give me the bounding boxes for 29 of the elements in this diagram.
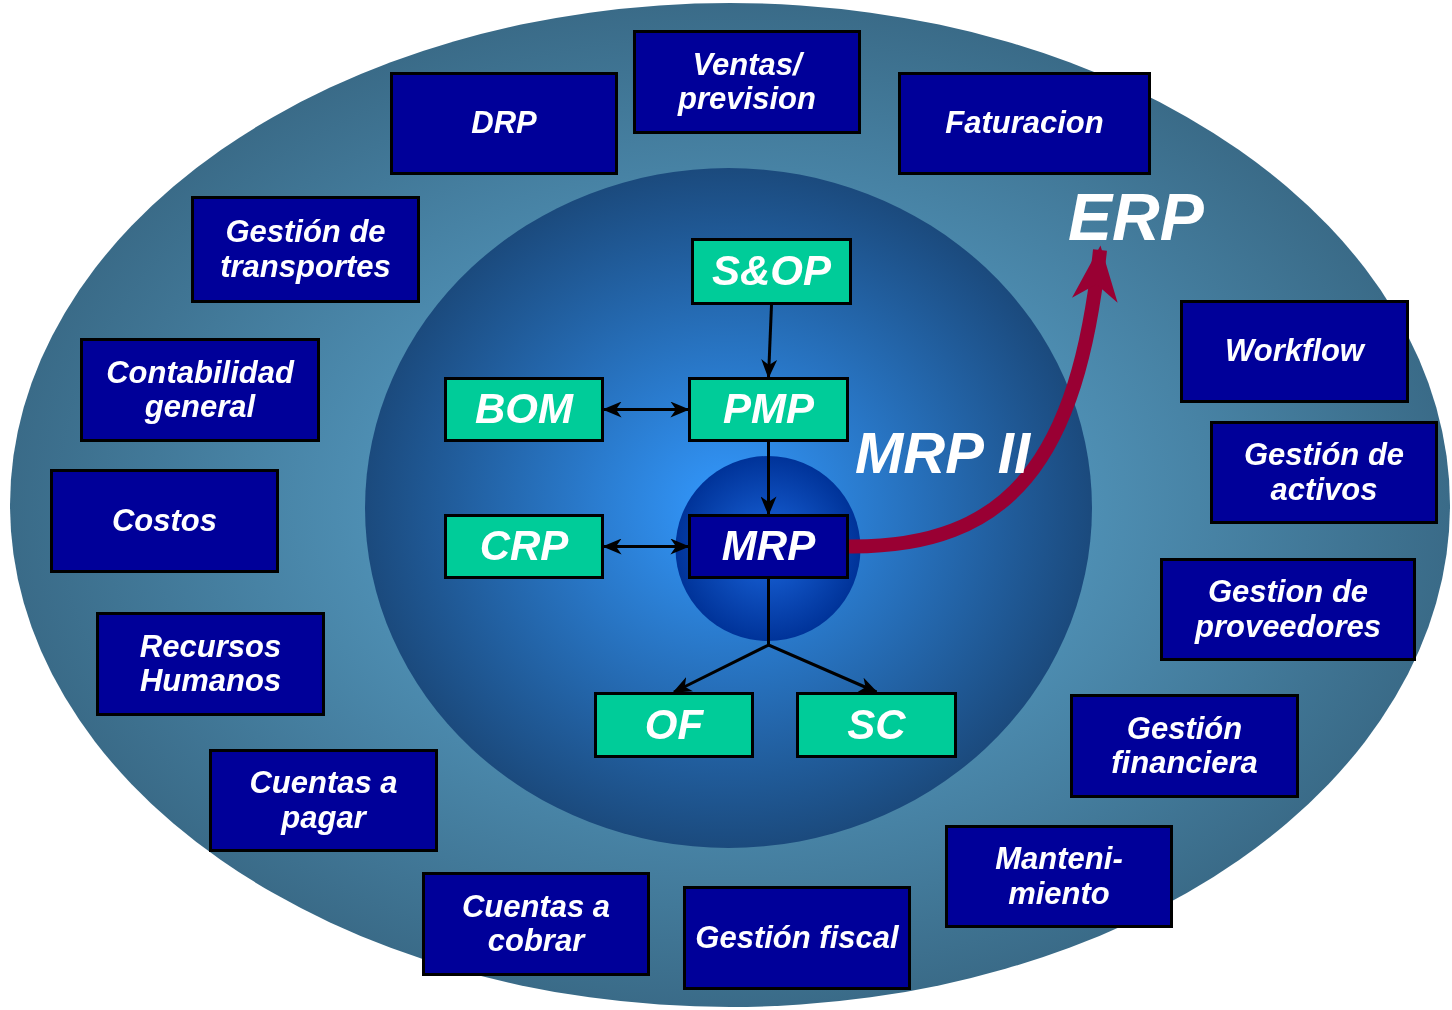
module-box: Ventas/ prevision <box>633 30 861 134</box>
module-box: Manteni-miento <box>945 825 1173 928</box>
module-box: Gestión fiscal <box>683 886 911 990</box>
module-box: CRP <box>444 514 604 579</box>
module-box: Cuentas a pagar <box>209 749 438 852</box>
module-box: OF <box>594 692 754 758</box>
module-box: Gestión de activos <box>1210 421 1438 524</box>
module-box: Workflow <box>1180 300 1409 403</box>
module-box: Gestión de transportes <box>191 196 420 303</box>
module-box: SC <box>796 692 957 758</box>
module-box: MRP <box>688 514 849 579</box>
module-box: Cuentas a cobrar <box>422 872 650 976</box>
arrow <box>602 538 690 555</box>
module-box: Recursos Humanos <box>96 612 325 716</box>
module-box: PMP <box>688 377 849 442</box>
module-box: Contabilidad general <box>80 338 320 442</box>
module-box: Costos <box>50 469 279 573</box>
arrow <box>848 245 1117 554</box>
module-box: Gestion de proveedores <box>1160 558 1416 661</box>
arrow <box>761 304 778 379</box>
arrow <box>760 442 777 516</box>
module-box: S&OP <box>691 238 852 305</box>
arrow <box>602 401 690 418</box>
module-box: BOM <box>444 377 604 442</box>
module-box: DRP <box>390 72 618 175</box>
region-title: MRP II <box>855 424 1031 482</box>
module-box: Faturacion <box>898 72 1151 175</box>
module-box: Gestión financiera <box>1070 694 1299 798</box>
heading-text: ERP <box>1068 184 1204 250</box>
